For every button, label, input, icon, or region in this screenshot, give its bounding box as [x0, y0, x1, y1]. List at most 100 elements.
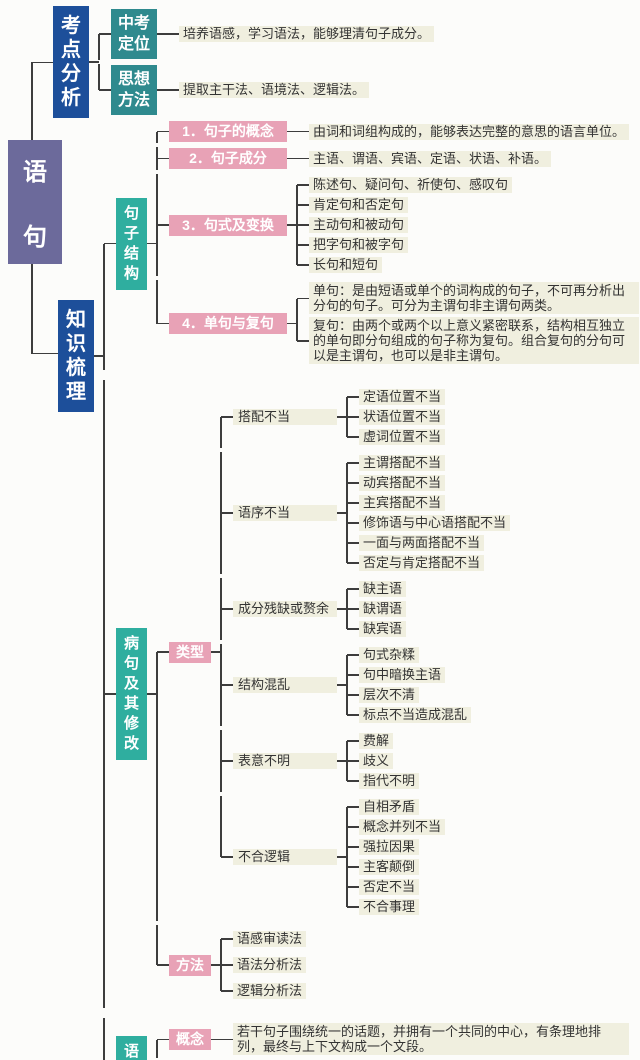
tree-row: 主宾搭配不当 — [346, 493, 510, 513]
leaf-buhe-shili: 不合事理 — [359, 899, 420, 915]
branch-yuxu-budang-children: 主谓搭配不当动宾搭配不当主宾搭配不当修饰语与中心语搭配不当一面与两面搭配不当否定… — [346, 453, 511, 573]
tree-row: 句中暗换主语 — [346, 665, 471, 685]
branch-buhe-luoji-children: 自相矛盾概念并列不当强拉因果主客颠倒否定不当不合事理 — [346, 797, 446, 917]
tree-row: 修饰语与中心语搭配不当 — [346, 513, 511, 533]
tree-row: 否定不当 — [346, 877, 445, 897]
tree-row: 标点不当造成混乱 — [346, 705, 472, 725]
node-yuju-xianjie: 语句衔接 — [116, 1035, 147, 1060]
tree-row: 结构混乱句式杂糅句中暗换主语层次不清标点不当造成混乱 — [220, 644, 510, 726]
tree-row: 层次不清 — [346, 685, 471, 705]
root-char-1: 语 — [23, 159, 47, 186]
branch-buhe-luoji: 不合逻辑 — [233, 849, 337, 865]
node-kaodian-fenxi-children: 中考定位培养语感，学习语法，能够理清句子成分。思想方法 提取主干法、语境法、逻辑法… — [98, 6, 435, 118]
leaf-chenshu-yiwen: 陈述句、疑问句、祈使句、感叹句 — [309, 177, 513, 193]
node-leixing: 类型 — [169, 641, 211, 663]
tree-row: 方法语感审读法语法分析法逻辑分析法 — [156, 925, 510, 1005]
node-gainian-children: 若干句子围绕统一的话题，并拥有一个共同的中心，有条理地排列，最终与上下文构成一个… — [221, 1022, 629, 1057]
node-yuju-xianjie-children: 概念若干句子围绕统一的话题，并拥有一个共同的中心，有条理地排列，最终与上下文构成… — [156, 1019, 629, 1060]
node-yu-ju-root: 语 句 — [8, 140, 62, 264]
tree-row: 指代不明 — [346, 771, 420, 791]
node-juzi-chengfen-children: 主语、谓语、宾语、定语、状语、补语。 — [297, 149, 552, 169]
node-sixiang-fangfa: 思想方法 — [111, 65, 157, 115]
connector-line-to-exam-points — [31, 61, 53, 63]
tree-row: 不合逻辑自相矛盾概念并列不当强拉因果主客颠倒否定不当不合事理 — [220, 796, 510, 918]
leaf-cengci-buqing: 层次不清 — [359, 687, 420, 703]
node-zhishi-shuli: 知识梳理 — [58, 300, 94, 412]
leaf-zhuwei-dapei-budang: 主谓搭配不当 — [359, 455, 446, 471]
node-juzi-chengfen: 2．句子成分 — [169, 148, 287, 169]
tree-row: 中考定位培养语感，学习语法，能够理清句子成分。 — [98, 8, 435, 60]
leaf-juzi-gainian-desc: 由词和词组构成的，能够表达完整的意思的语言单位。 — [309, 123, 630, 140]
tree-row: 语句衔接概念若干句子围绕统一的话题，并拥有一个共同的中心，有条理地排列，最终与上… — [103, 1018, 639, 1060]
tree-row: 病句及其修改类型搭配不当定语位置不当状语位置不当虚词位置不当语序不当主谓搭配不当… — [103, 380, 639, 1008]
tree-row: 不合事理 — [346, 897, 445, 917]
leaf-changju-duanju: 长句和短句 — [309, 257, 383, 273]
tree-row: 由词和词组构成的，能够表达完整的意思的语言单位。 — [297, 122, 630, 142]
node-zhongkao-dingwei: 中考定位 — [111, 9, 157, 59]
leaf-sixiang-fangfa-desc: 提取主干法、语境法、逻辑法。 — [179, 82, 370, 98]
node-jushi-ji-bianhuan-children: 陈述句、疑问句、祈使句、感叹句肯定句和否定句主动句和被动句把字句和被字句长句和短… — [296, 175, 513, 275]
leaf-fuju-def: 复句：由两个或两个以上意义紧密联系，结构相互独立的单句即分句组成的句子称为复句。… — [309, 317, 639, 364]
branch-biaoyi-buming-children: 费解歧义指代不明 — [346, 731, 420, 791]
leaf-xiushiyu-zhongxinyu: 修饰语与中心语搭配不当 — [359, 515, 511, 531]
tree-row: 缺宾语 — [346, 619, 407, 639]
node-bingju-jiqi-xiugai: 病句及其修改 — [116, 628, 147, 760]
leaf-qiyi: 歧义 — [359, 753, 394, 769]
leaf-gainian-binglie-budang: 概念并列不当 — [359, 819, 446, 835]
branch-jiegou-hunluan-children: 句式杂糅句中暗换主语层次不清标点不当造成混乱 — [346, 645, 472, 725]
tree-row: 陈述句、疑问句、祈使句、感叹句 — [296, 175, 513, 195]
tree-row: 动宾搭配不当 — [346, 473, 510, 493]
leaf-feijie: 费解 — [359, 733, 394, 749]
tree-row: 否定与肯定搭配不当 — [346, 553, 510, 573]
tree-row: 强拉因果 — [346, 837, 445, 857]
tree-row: 语法分析法 — [220, 952, 307, 978]
tree-row: 缺谓语 — [346, 599, 407, 619]
leaf-zhuangyu-weizhi-budang: 状语位置不当 — [359, 409, 446, 425]
leaf-luoji-fenxi-fa: 逻辑分析法 — [233, 983, 307, 999]
tree-row: 语感审读法 — [220, 926, 307, 952]
branch-yuxu-budang: 语序不当 — [233, 505, 337, 521]
leaf-bazi-beizi: 把字句和被字句 — [309, 237, 409, 253]
tree-row: 语序不当主谓搭配不当动宾搭配不当主宾搭配不当修饰语与中心语搭配不当一面与两面搭配… — [220, 452, 511, 574]
tree-row: 主谓搭配不当 — [346, 453, 510, 473]
branch-chengfen-canque-zhuiyu-children: 缺主语缺谓语缺宾语 — [346, 579, 407, 639]
tree-row: 1．句子的概念由词和词组构成的，能够表达完整的意思的语言单位。 — [156, 120, 639, 143]
leaf-que-zhuyu: 缺主语 — [359, 581, 407, 597]
branch-biaoyi-buming: 表意不明 — [233, 753, 337, 769]
leaf-gainian-desc: 若干句子围绕统一的话题，并拥有一个共同的中心，有条理地排列，最终与上下文构成一个… — [233, 1023, 629, 1055]
leaf-zixiang-maodun: 自相矛盾 — [359, 799, 420, 815]
tree-row: 主语、谓语、宾语、定语、状语、补语。 — [297, 149, 552, 169]
tree-row: 歧义 — [346, 751, 419, 771]
tree-row: 概念若干句子围绕统一的话题，并拥有一个共同的中心，有条理地排列，最终与上下文构成… — [156, 1021, 629, 1058]
leaf-biaodian-hunluan: 标点不当造成混乱 — [359, 707, 472, 723]
tree-row: 费解 — [346, 731, 419, 751]
node-jushi-ji-bianhuan: 3．句式及变换 — [169, 214, 287, 236]
node-danju-yu-fuju: 4．单句与复句 — [169, 313, 287, 334]
node-leixing-children: 搭配不当定语位置不当状语位置不当虚词位置不当语序不当主谓搭配不当动宾搭配不当主宾… — [220, 384, 511, 920]
branch-jiegou-hunluan: 结构混乱 — [233, 677, 337, 693]
tree-row: 复句：由两个或两个以上意义紧密联系，结构相互独立的单句即分句组成的句子称为复句。… — [296, 316, 639, 366]
leaf-que-weiyu: 缺谓语 — [359, 601, 407, 617]
node-kaodian-fenxi: 考点分析 — [53, 6, 89, 118]
tree-row: 虚词位置不当 — [346, 427, 446, 447]
node-fangfa: 方法 — [169, 954, 211, 976]
leaf-zhudong-beidong: 主动句和被动句 — [309, 217, 409, 233]
tree-row: 成分残缺或赘余缺主语缺谓语缺宾语 — [220, 578, 510, 640]
node-juzi-jiegou-children: 1．句子的概念由词和词组构成的，能够表达完整的意思的语言单位。 2．句子成分主语、… — [156, 118, 639, 369]
tree-row: 把字句和被字句 — [296, 235, 512, 255]
leaf-dingyu-weizhi-budang: 定语位置不当 — [359, 389, 446, 405]
node-sixiang-fangfa-children: 提取主干法、语境法、逻辑法。 — [167, 80, 370, 100]
tree-row: 自相矛盾 — [346, 797, 445, 817]
tree-row: 逻辑分析法 — [220, 978, 307, 1004]
leaf-yufa-fenxi-fa: 语法分析法 — [233, 957, 307, 973]
tree-row: 主客颠倒 — [346, 857, 445, 877]
tree-row: 提取主干法、语境法、逻辑法。 — [167, 80, 370, 100]
node-zhongkao-dingwei-children: 培养语感，学习语法，能够理清句子成分。 — [167, 24, 435, 44]
leaf-xuci-weizhi-budang: 虚词位置不当 — [359, 429, 446, 445]
leaf-fouding-budang: 否定不当 — [359, 879, 420, 895]
tree-row: 一面与两面搭配不当 — [346, 533, 510, 553]
leaf-zhidai-buming: 指代不明 — [359, 773, 420, 789]
